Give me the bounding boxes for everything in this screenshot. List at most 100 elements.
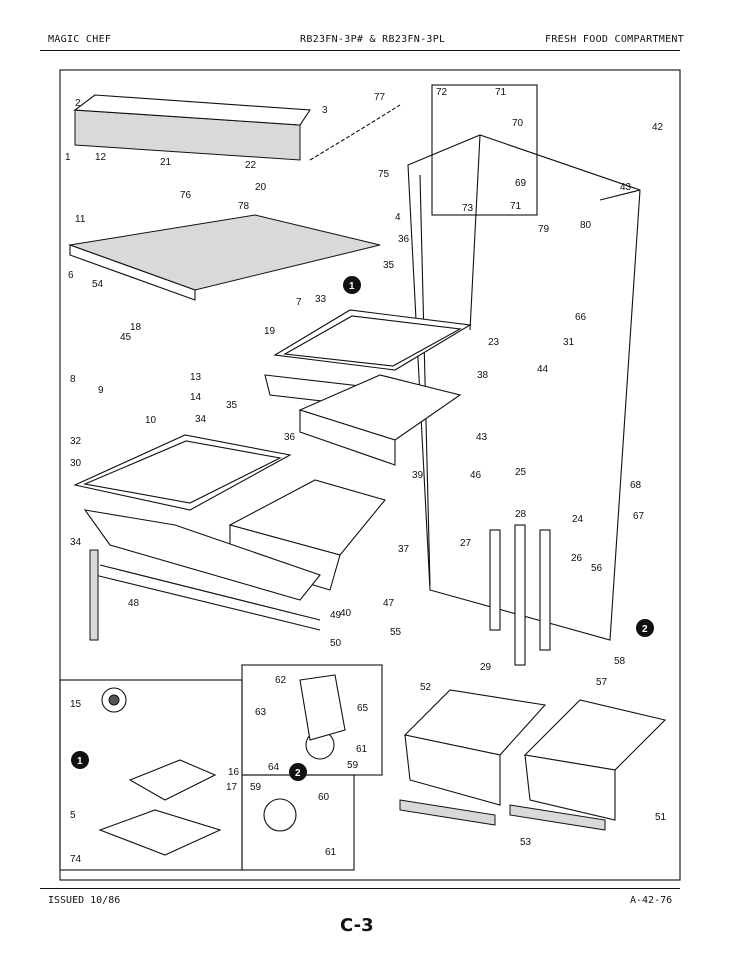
part-number-label: 16 [228,767,240,778]
crisper-drawer-left [403,689,547,806]
part-number-label: 55 [390,627,402,638]
part-number-label: 54 [92,279,104,290]
part-number-label: 68 [630,480,642,491]
part-number-label: 34 [70,537,82,548]
part-number-label: 66 [575,312,587,323]
part-number-label: 26 [571,553,583,564]
header-left: MAGIC CHEF [48,34,112,45]
part-number-label: 51 [655,812,667,823]
diagram-frame [59,69,681,881]
damper-base [98,809,222,856]
drawer-rail-left [399,799,496,826]
part-number-label: 70 [512,118,524,129]
part-number-label: 77 [374,92,386,103]
part-number-label: 75 [378,169,390,180]
part-number-label: 36 [284,432,296,443]
issued-date: ISSUED 10/86 [48,895,121,906]
part-number-label: 43 [476,432,488,443]
part-number-label: 31 [563,337,575,348]
part-number-label: 7 [296,297,302,308]
glass-shelf [83,509,321,631]
part-number-label: 36 [398,234,410,245]
part-number-label: 30 [70,458,82,469]
part-number-label: 21 [160,157,172,168]
part-number-label: 34 [195,414,207,425]
part-number-label: 2 [75,98,81,109]
part-number-label: 40 [340,608,352,619]
callout-2-inset: 2 [289,763,307,781]
part-number-label: 59 [250,782,262,793]
part-number-label: 56 [591,563,603,574]
part-number-label: 25 [515,467,527,478]
part-number-label: 53 [520,837,532,848]
part-number-label: 10 [145,415,157,426]
lower-shelf [73,434,292,511]
shelf-ladders [489,524,551,666]
damper-housing [128,759,217,801]
part-number-label: 60 [318,792,330,803]
part-number-label: 65 [357,703,369,714]
part-number-label: 69 [515,178,527,189]
part-number-label: 11 [75,214,86,225]
inset-box-top [431,84,538,216]
part-number-label: 13 [190,372,202,383]
part-number-label: 74 [70,854,82,865]
part-number-label: 71 [495,87,507,98]
part-number-label: 29 [480,662,492,673]
header-right: FRESH FOOD COMPARTMENT [545,34,685,45]
hinge-bracket [299,674,346,741]
part-number-label: 23 [488,337,500,348]
part-number-label: 9 [98,385,104,396]
part-number-label: 44 [537,364,549,375]
part-number-label: 15 [70,699,82,710]
part-number-label: 27 [460,538,472,549]
part-number-label: 43 [620,182,632,193]
part-number-label: 73 [462,203,474,214]
callout-1-inset: 1 [71,751,89,769]
part-number-label: 50 [330,638,342,649]
part-number-label: 79 [538,224,550,235]
svg-text:1: 1 [349,281,355,292]
part-number-label: 6 [68,270,74,281]
drawing-code: A-42-76 [630,895,673,906]
roller-wheel-lower [263,798,297,832]
part-number-label: 14 [190,392,202,403]
part-number-label: 61 [325,847,337,858]
part-number-label: 76 [180,190,192,201]
support-rod [89,549,99,641]
light-housing [73,94,311,161]
part-number-label: 35 [383,260,395,271]
part-number-label: 64 [268,762,280,773]
part-number-label: 78 [238,201,250,212]
part-number-label: 42 [652,122,664,133]
part-number-label: 33 [315,294,327,305]
crisper-drawer-right [523,699,667,821]
part-number-label: 47 [383,598,395,609]
part-number-label: 17 [226,782,238,793]
callout-1-top: 1 [343,276,361,294]
part-number-label: 49 [330,610,342,621]
part-number-label: 24 [572,514,584,525]
drawer-rail-right [509,804,606,831]
part-number-label: 37 [398,544,410,555]
callout-2-right: 2 [636,619,654,637]
page-number: C-3 [340,915,374,936]
part-number-label: 32 [70,436,82,447]
part-number-label: 20 [255,182,267,193]
part-number-label: 62 [275,675,287,686]
part-number-label: 3 [322,105,328,116]
svg-text:2: 2 [642,624,648,635]
chain-part [309,104,401,161]
part-number-label: 57 [596,677,608,688]
part-number-label: 67 [633,511,645,522]
part-number-label: 72 [436,87,448,98]
part-number-label: 8 [70,374,76,385]
part-number-label: 38 [477,370,489,381]
part-number-label: 52 [420,682,432,693]
part-number-label: 4 [395,212,401,223]
part-number-label: 39 [412,470,424,481]
part-number-label: 1 [65,152,71,163]
part-number-label: 19 [264,326,276,337]
